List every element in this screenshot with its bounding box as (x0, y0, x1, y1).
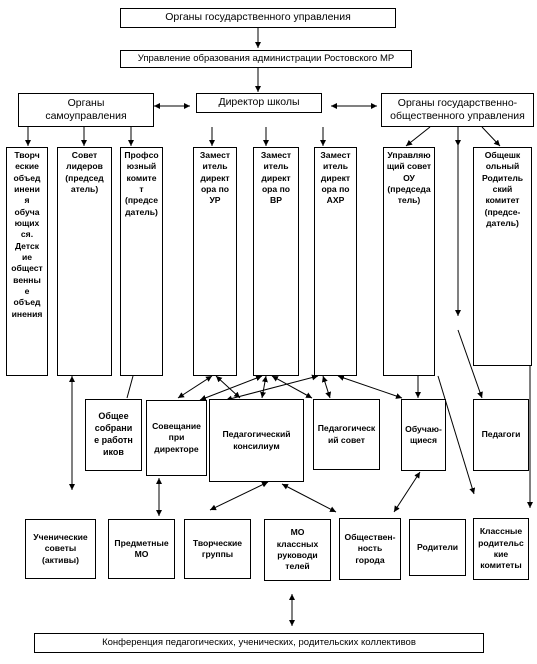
box-ped-council: Педагогическ ий совет (313, 399, 380, 470)
arrow-ur-consilium (215, 375, 241, 399)
line-union-general (126, 375, 134, 399)
box-state-public: Органы государственно- общественного упр… (381, 93, 534, 127)
box-city-public: Обществен- ность города (339, 518, 401, 580)
arrow-vr-consilium (260, 375, 268, 399)
box-student-councils: Ученические советы (активы) (25, 519, 96, 579)
box-union-committee: Профсо юзный комите т (предсе датель) (120, 147, 163, 376)
arrow-statepublic-teachers (457, 329, 483, 399)
arrow-ur-meeting (177, 375, 213, 399)
box-conference: Конференция педагогических, ученических,… (34, 633, 484, 653)
box-subject-mo: Предметные МО (108, 519, 175, 579)
box-ped-consilium: Педагогический консилиум (209, 399, 304, 482)
box-parents: Родители (409, 519, 466, 576)
arrow-ahr-meeting (225, 374, 319, 402)
box-class-parent-committees: Классные родительс кие комитеты (473, 518, 529, 580)
box-deputy-ahr: Замест итель директ ора по АХР (314, 147, 357, 376)
box-general-meeting: Общее собрани е работн иков (85, 399, 142, 471)
box-director: Директор школы (196, 93, 322, 113)
box-teachers: Педагоги (473, 399, 529, 471)
box-class-teachers-mo: МО классных руководи телей (264, 519, 331, 581)
box-creative-groups: Творческие группы (184, 519, 251, 579)
box-parents-committee: Общешк ольный Родитель ский комитет (пре… (473, 147, 532, 366)
arrow-managing-classparents (437, 375, 476, 495)
arrow-statepublic-managing (405, 126, 431, 147)
arrow-students-citypublic (393, 471, 421, 513)
box-deputy-vr: Замест итель директ ора по ВР (253, 147, 299, 376)
arrow-vr-meeting (199, 375, 263, 401)
arrow-consilium-creativegroups (209, 481, 269, 511)
box-creative-assoc: Творч еские объед инени я обуча ющих ся.… (6, 147, 48, 376)
box-leaders-council: Совет лидеров (председ атель) (57, 147, 112, 376)
box-students: Обучаю- щиеся (401, 399, 446, 471)
box-gov-bodies: Органы государственного управления (120, 8, 396, 28)
arrow-statepublic-parents (481, 126, 501, 147)
box-edu-admin: Управление образования администрации Рос… (120, 50, 412, 68)
box-director-meeting: Совещание при директоре (146, 400, 207, 476)
arrow-consilium-classteachers (281, 483, 337, 513)
arrow-ahr-students (337, 375, 403, 399)
arrow-ahr-council (321, 375, 332, 399)
box-deputy-ur: Замест итель директ ора по УР (193, 147, 237, 376)
box-self-gov: Органы самоуправления (18, 93, 154, 127)
box-managing-council: Управляю щий совет ОУ (председа тель) (383, 147, 435, 376)
